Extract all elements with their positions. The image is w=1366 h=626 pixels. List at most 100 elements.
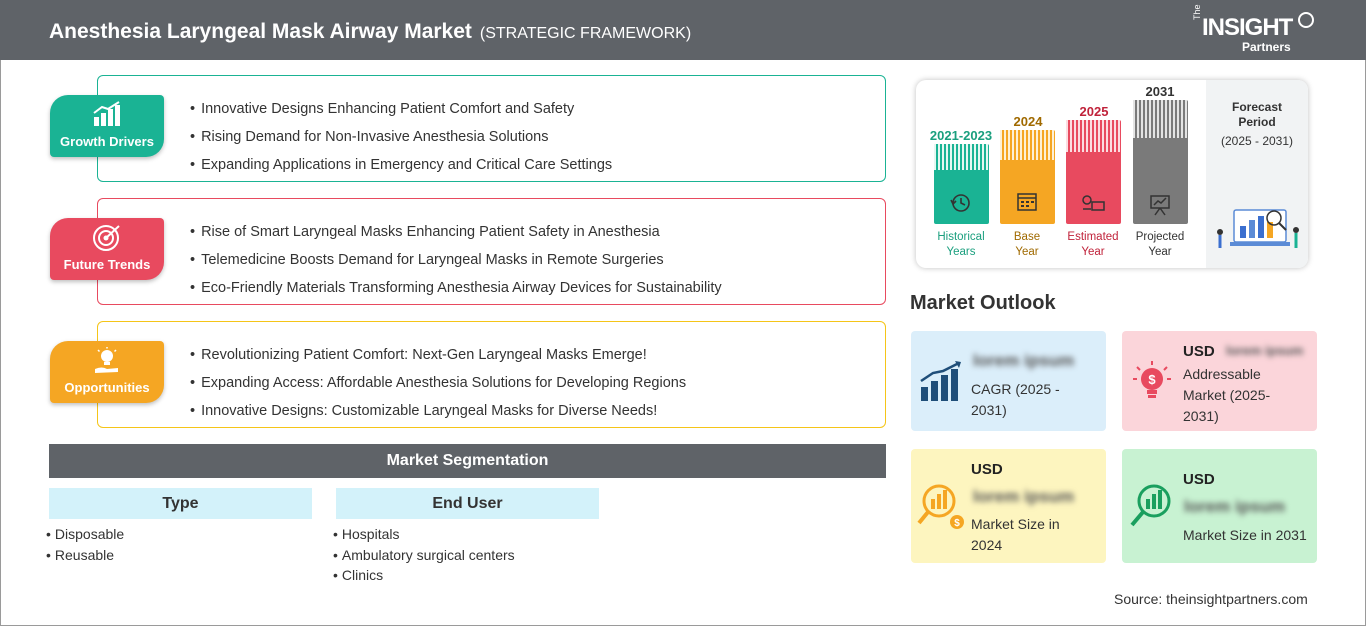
year-label-projected: 2031 — [1145, 84, 1175, 99]
opportunities-label: Opportunities — [64, 380, 150, 395]
list-item: Ambulatory surgical centers — [333, 545, 515, 566]
timeline-panel: 2021-2023 Historical Years 2024 Base Yea — [916, 80, 1308, 268]
list-item: Rise of Smart Laryngeal Masks Enhancing … — [190, 218, 722, 246]
market-size-2031-card: USD lorem ipsum Market Size in 2031 — [1122, 449, 1317, 563]
bar-growth-icon — [93, 101, 120, 126]
insight-partners-logo[interactable]: The INSIGHT Partners — [1190, 4, 1320, 54]
size-2024-value: lorem ipsum — [973, 487, 1075, 506]
desc-line: 2024 — [971, 537, 1003, 553]
year-label-historical: 2021-2023 — [929, 128, 993, 143]
growth-chart-icon — [920, 361, 961, 401]
list-item: Innovative Designs Enhancing Patient Com… — [190, 95, 612, 123]
market-segmentation-bar: Market Segmentation — [49, 444, 886, 478]
bar-caption-estimated: Estimated Year — [1053, 230, 1133, 260]
market-outlook-title: Market Outlook — [910, 292, 1056, 314]
money-magnifier-icon — [1130, 484, 1171, 527]
future-trends-label: Future Trends — [63, 257, 151, 272]
opportunities-card: Revolutionizing Patient Comfort: Next-Ge… — [97, 321, 886, 428]
logo-insight: INSIGHT — [1202, 14, 1293, 41]
cagr-description: CAGR (2025 - 2031) — [971, 379, 1060, 421]
size-2031-description: Market Size in 2031 — [1183, 525, 1307, 546]
history-icon — [950, 194, 970, 212]
growth-drivers-label: Growth Drivers — [60, 134, 154, 149]
size-2031-usd: USD — [1183, 471, 1215, 488]
bar-hatch — [1066, 120, 1121, 152]
caption-line: Historical — [937, 231, 985, 243]
estimate-icon — [1082, 195, 1105, 211]
header-bar: Anesthesia Laryngeal Mask Airway Market (… — [0, 0, 1366, 60]
size-2024-usd: USD — [971, 461, 1003, 478]
bar-caption-historical: Historical Years — [921, 230, 1001, 260]
caption-line: Estimated — [1067, 231, 1119, 243]
source-credit: Source: theinsightpartners.com — [1114, 591, 1308, 607]
segment-type-list: Disposable Reusable — [46, 524, 124, 565]
list-item: Clinics — [333, 565, 515, 586]
desc-line: 2031) — [971, 402, 1007, 418]
title-main: Anesthesia Laryngeal Mask Airway Market — [49, 20, 472, 43]
desc-line: Addressable — [1183, 366, 1261, 382]
desc-line: Market Size in — [971, 516, 1060, 532]
bar-hatch — [1000, 130, 1055, 160]
analytics-illustration-icon — [1217, 209, 1299, 248]
timeline-bar-historical — [934, 144, 989, 224]
bar-caption-projected: Projected Year — [1120, 230, 1200, 260]
list-item: Hospitals — [333, 524, 515, 545]
list-item: Eco-Friendly Materials Transforming Anes… — [190, 274, 722, 302]
addressable-usd: USD — [1183, 343, 1215, 360]
future-trends-card: Rise of Smart Laryngeal Masks Enhancing … — [97, 198, 886, 305]
timeline-bar-projected — [1133, 100, 1188, 224]
year-label-base: 2024 — [1013, 114, 1043, 129]
bar-hatch — [934, 144, 989, 170]
addressable-market-card: $ USD lorem ipsum Addressable Market (20… — [1122, 331, 1317, 431]
bar-hatch — [1133, 100, 1188, 138]
segment-end-user-list: Hospitals Ambulatory surgical centers Cl… — [333, 524, 515, 586]
market-size-2024-card: $ USD lorem ipsum Market Size in 2024 — [911, 449, 1106, 563]
presentation-icon — [1150, 195, 1170, 216]
list-item: Revolutionizing Patient Comfort: Next-Ge… — [190, 341, 686, 369]
money-magnifier-icon: $ — [917, 484, 964, 529]
list-item: Telemedicine Boosts Demand for Laryngeal… — [190, 246, 722, 274]
page-title: Anesthesia Laryngeal Mask Airway Market (… — [49, 20, 691, 44]
future-trends-badge: Future Trends — [50, 218, 164, 280]
caption-line: Year — [1081, 246, 1105, 258]
segment-end-user-header: End User — [336, 488, 599, 519]
svg-text:$: $ — [954, 518, 960, 529]
growth-drivers-card: Innovative Designs Enhancing Patient Com… — [97, 75, 886, 182]
desc-line: Market (2025- — [1183, 387, 1271, 403]
list-item: Disposable — [46, 524, 124, 545]
list-item: Expanding Access: Affordable Anesthesia … — [190, 369, 686, 397]
logo-ring-icon — [1298, 12, 1314, 28]
caption-line: Years — [946, 246, 976, 258]
lightbulb-dollar-icon: $ — [1133, 361, 1171, 398]
desc-line: CAGR (2025 - — [971, 381, 1060, 397]
caption-line: Year — [1015, 246, 1039, 258]
cagr-card: lorem ipsum CAGR (2025 - 2031) — [911, 331, 1106, 431]
title-subtitle: (STRATEGIC FRAMEWORK) — [479, 25, 692, 42]
opportunities-badge: Opportunities — [50, 341, 164, 403]
growth-drivers-badge: Growth Drivers — [50, 95, 164, 157]
timeline-bar-base — [1000, 130, 1055, 224]
timeline-bar-estimated — [1066, 120, 1121, 224]
year-label-estimated: 2025 — [1079, 104, 1109, 119]
list-item: Innovative Designs: Customizable Larynge… — [190, 397, 686, 425]
segment-type-header: Type — [49, 488, 312, 519]
forecast-line: (2025 - 2031) — [1220, 134, 1294, 148]
logo-partners: Partners — [1242, 40, 1291, 54]
opportunities-list: Revolutionizing Patient Comfort: Next-Ge… — [190, 341, 686, 425]
addressable-description: Addressable Market (2025- 2031) — [1183, 364, 1270, 427]
size-2024-description: Market Size in 2024 — [971, 514, 1060, 556]
addressable-value: lorem ipsum — [1226, 343, 1304, 358]
list-item: Reusable — [46, 545, 124, 566]
list-item: Rising Demand for Non-Invasive Anesthesi… — [190, 123, 612, 151]
growth-drivers-list: Innovative Designs Enhancing Patient Com… — [190, 95, 612, 179]
caption-line: Projected — [1135, 231, 1185, 243]
size-2031-value: lorem ipsum — [1184, 497, 1286, 516]
caption-line: Base — [1013, 231, 1041, 243]
list-item: Expanding Applications in Emergency and … — [190, 151, 612, 179]
svg-text:$: $ — [1148, 372, 1156, 387]
lightbulb-hand-icon — [95, 347, 118, 373]
target-icon — [93, 225, 120, 251]
logo-the: The — [1192, 4, 1202, 20]
forecast-line: Period — [1238, 115, 1276, 129]
desc-line: 2031) — [1183, 408, 1219, 424]
